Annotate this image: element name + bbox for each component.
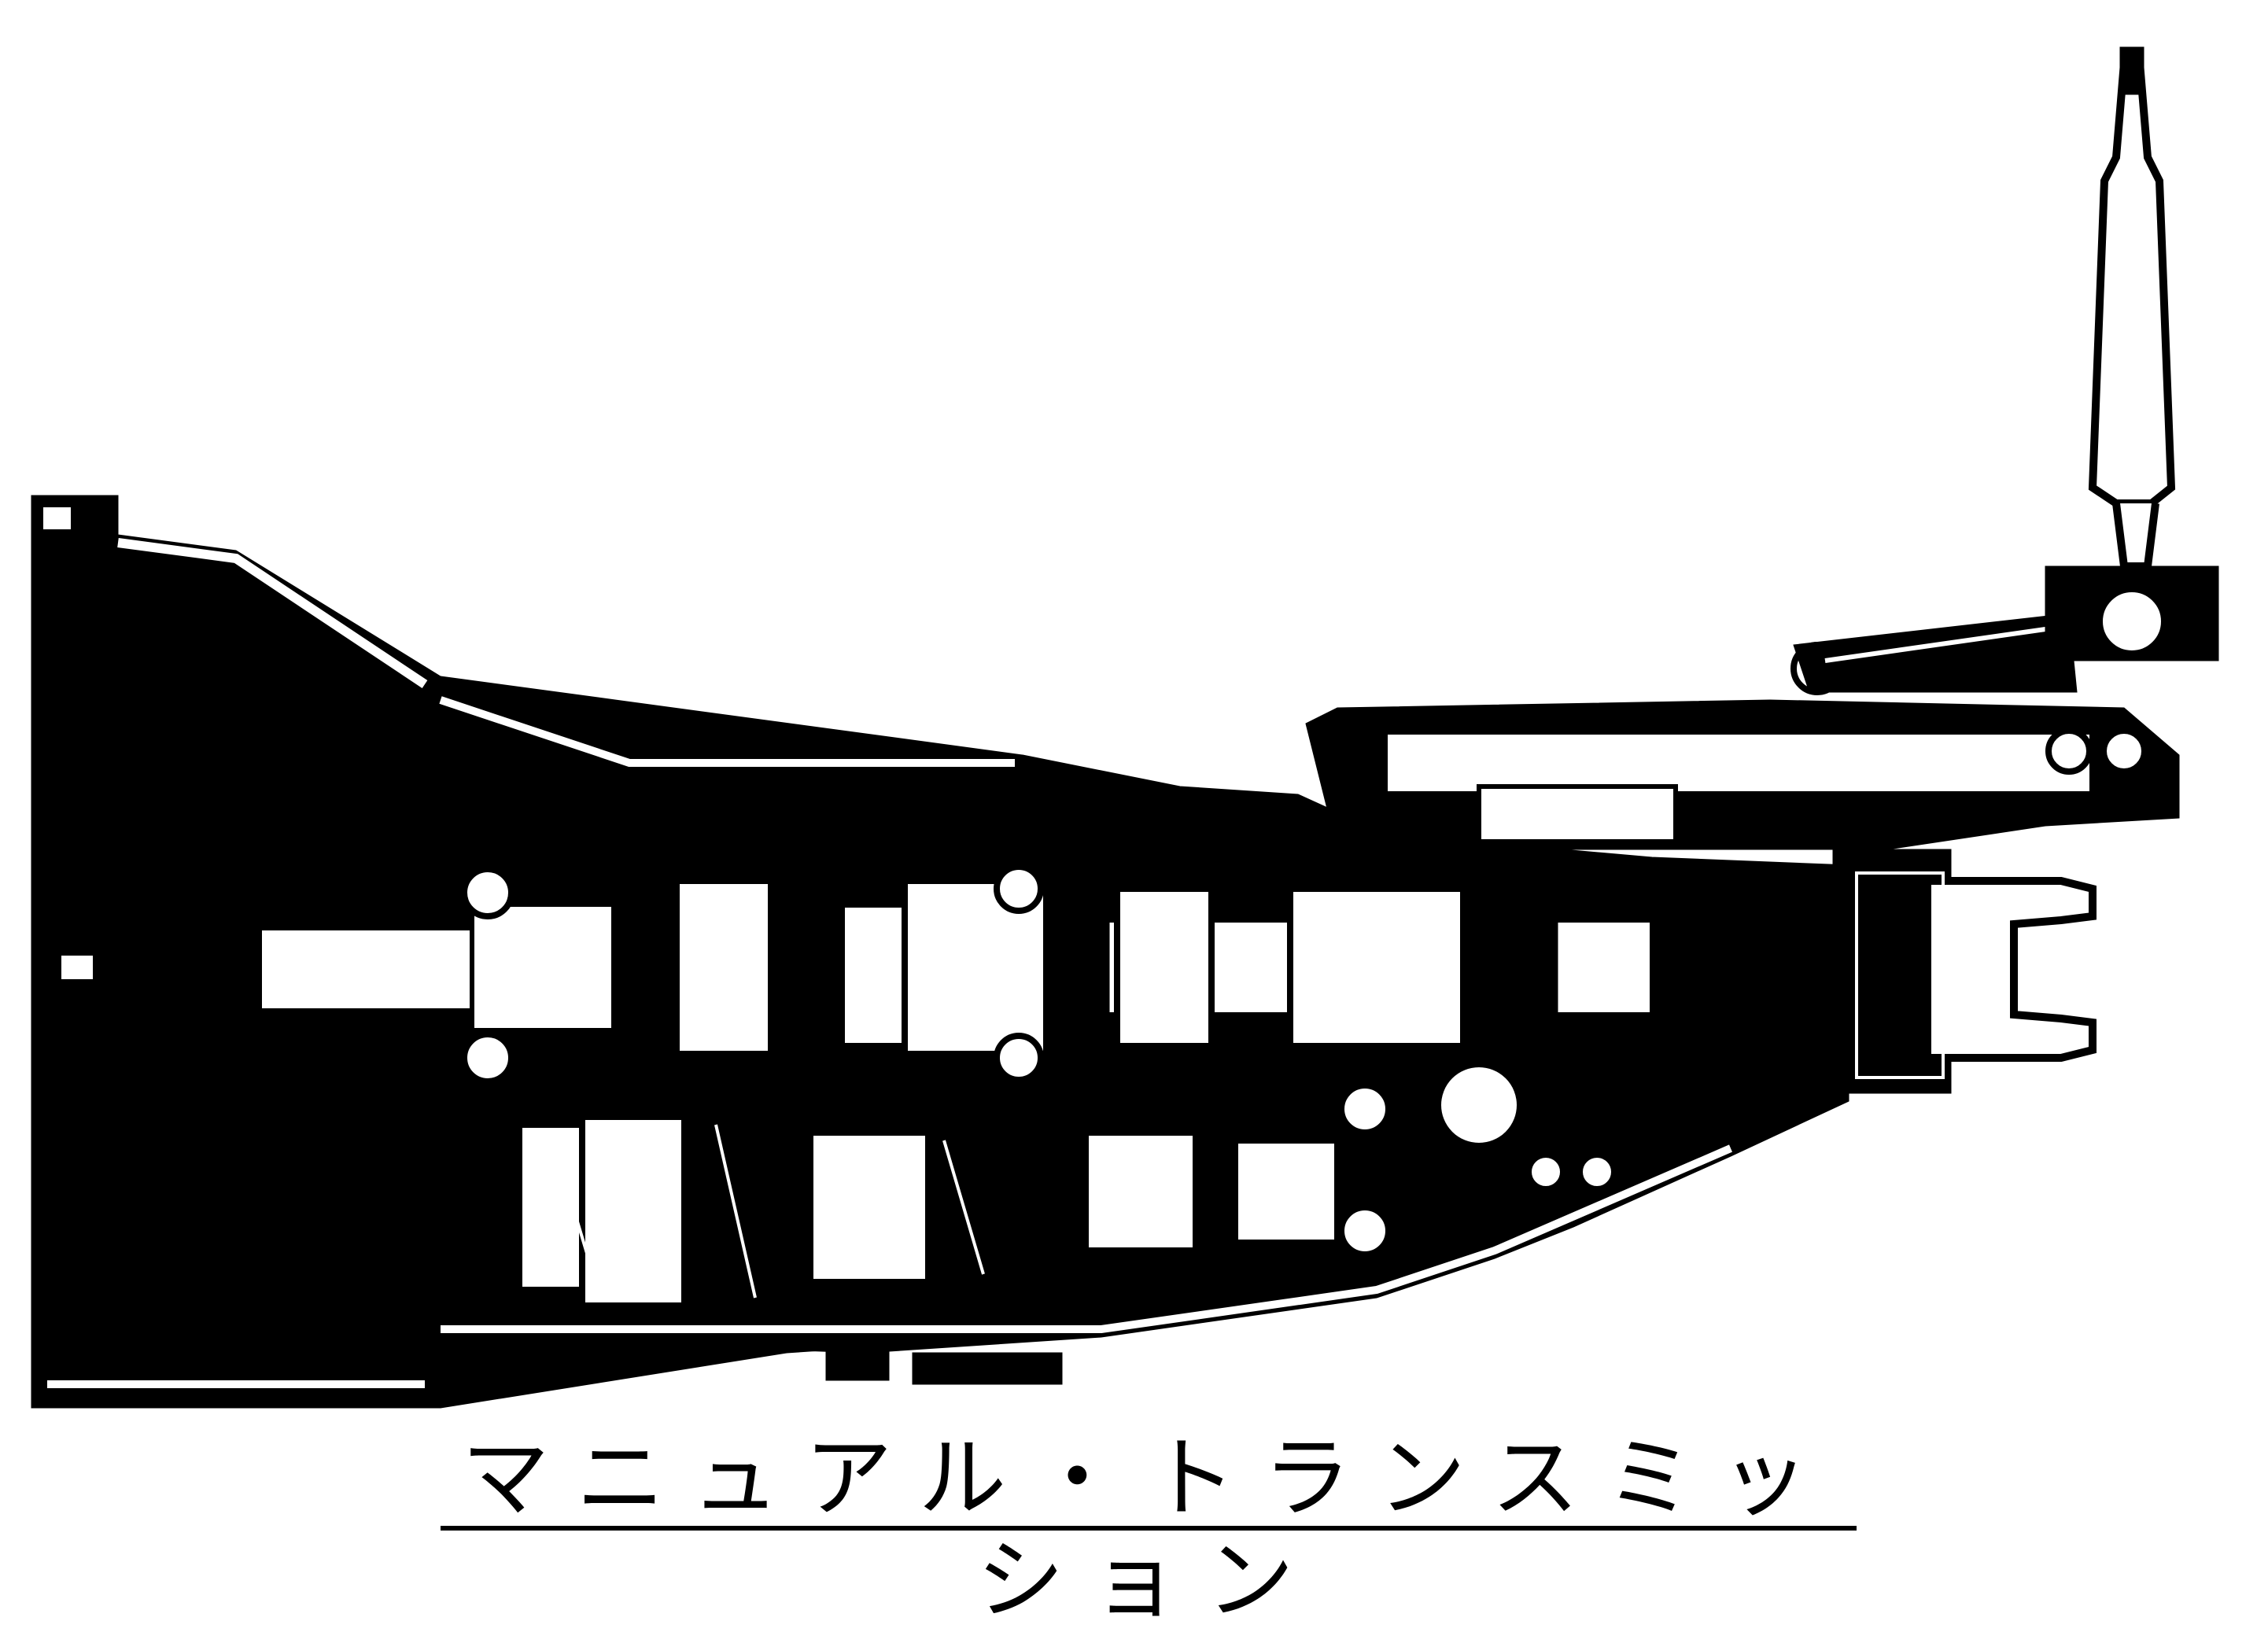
output-yoke <box>1832 849 2097 1094</box>
transmission-cutaway-diagram <box>31 46 2219 1409</box>
synchronizer-hubs <box>461 864 1528 1258</box>
countershaft <box>516 1114 1341 1309</box>
shift-rail <box>1305 613 2180 850</box>
speedometer-drive <box>412 1151 1617 1385</box>
input-shaft <box>257 902 616 1033</box>
caption-underline <box>441 1526 1857 1531</box>
gear-set <box>613 849 1558 1086</box>
shift-lever <box>2045 46 2219 661</box>
